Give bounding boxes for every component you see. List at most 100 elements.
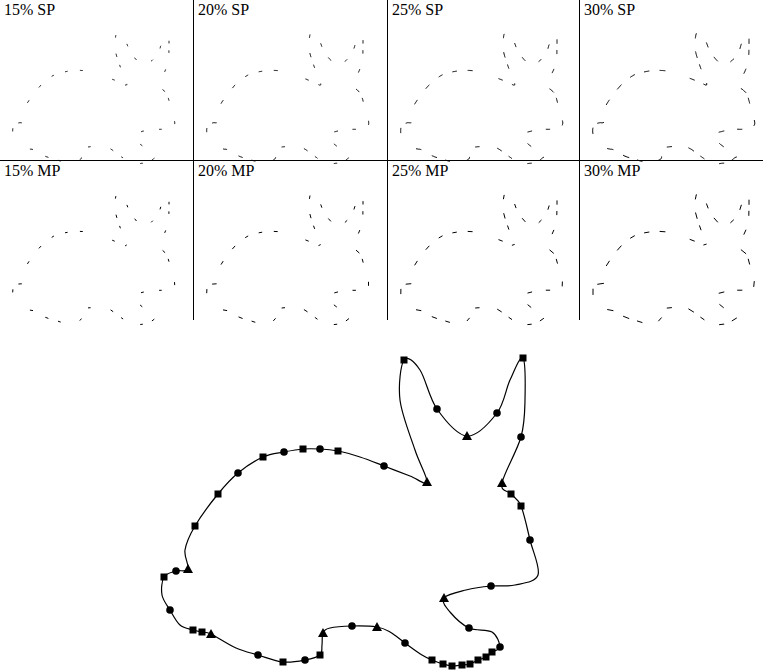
curved-fragment <box>630 75 635 78</box>
straight-fragment <box>334 324 337 325</box>
curved-fragment <box>30 149 33 151</box>
curved-fragment <box>168 98 170 101</box>
curved-fragment <box>504 52 505 57</box>
curved-fragment <box>282 146 285 147</box>
contour-fragments <box>13 33 755 324</box>
curved-fragment <box>125 84 127 85</box>
straight-fragment <box>509 317 512 319</box>
curved-fragment <box>597 122 604 123</box>
curved-fragment <box>27 100 29 103</box>
straight-fragment <box>140 305 142 307</box>
curved-fragment <box>163 89 166 91</box>
straight-fragment <box>88 307 91 308</box>
square-marker <box>401 357 408 364</box>
square-marker <box>317 652 324 659</box>
straight-fragment <box>732 318 737 321</box>
square-marker <box>520 355 527 362</box>
square-marker <box>440 661 447 668</box>
curved-fragment <box>115 35 117 38</box>
curved-fragment <box>741 89 746 93</box>
curved-fragment <box>503 34 505 38</box>
straight-fragment <box>719 324 724 326</box>
curved-fragment <box>362 50 363 53</box>
triangle-marker <box>183 564 193 573</box>
straight-fragment <box>475 307 479 308</box>
panel-label: 20% MP <box>196 162 256 180</box>
bunny-outline <box>162 358 539 666</box>
straight-fragment <box>539 220 542 223</box>
curved-fragment <box>748 98 750 104</box>
curved-fragment <box>169 41 170 44</box>
curved-fragment <box>80 70 83 71</box>
curved-fragment <box>660 70 666 71</box>
straight-fragment <box>115 196 117 199</box>
curved-fragment <box>135 58 137 60</box>
curved-fragment <box>719 163 724 165</box>
straight-fragment <box>606 261 609 266</box>
curved-fragment <box>309 35 311 38</box>
curved-fragment <box>159 129 162 130</box>
straight-fragment <box>445 321 450 322</box>
straight-fragment <box>223 309 227 311</box>
curved-fragment <box>744 69 746 74</box>
curved-fragment <box>592 128 593 134</box>
curved-fragment <box>319 84 321 86</box>
curved-fragment <box>468 70 473 71</box>
straight-fragment <box>304 310 308 312</box>
straight-fragment <box>163 250 166 252</box>
curved-fragment <box>719 143 723 147</box>
straight-fragment <box>658 318 661 322</box>
straight-fragment <box>259 232 263 234</box>
straight-fragment <box>252 321 256 322</box>
curved-fragment <box>141 131 144 133</box>
curved-fragment <box>346 158 349 161</box>
curved-fragment <box>737 129 742 130</box>
curved-fragment <box>112 79 115 80</box>
curved-fragment <box>239 156 243 158</box>
curved-fragment <box>334 144 337 146</box>
curved-fragment <box>259 71 263 73</box>
straight-fragment <box>637 321 642 323</box>
curved-fragment <box>509 156 512 158</box>
straight-fragment <box>426 246 430 250</box>
straight-fragment <box>174 282 175 285</box>
curved-fragment <box>151 60 153 62</box>
curved-fragment <box>703 83 706 85</box>
straight-fragment <box>140 324 143 325</box>
panel-label: 15% SP <box>2 1 57 19</box>
curved-fragment <box>18 122 21 123</box>
straight-fragment <box>499 240 503 242</box>
straight-fragment <box>126 205 128 207</box>
straight-fragment <box>557 200 558 204</box>
curved-fragment <box>658 157 661 161</box>
straight-fragment <box>354 206 355 209</box>
straight-fragment <box>562 282 563 287</box>
curved-fragment <box>232 85 235 88</box>
straight-fragment <box>27 261 29 264</box>
straight-fragment <box>706 204 708 209</box>
curved-fragment <box>406 122 412 124</box>
curved-fragment <box>80 158 82 160</box>
straight-fragment <box>245 236 248 238</box>
curved-fragment <box>168 50 169 53</box>
straight-fragment <box>168 259 170 262</box>
curved-fragment <box>475 146 479 147</box>
curved-fragment <box>358 69 359 72</box>
straight-fragment <box>221 261 223 265</box>
curved-fragment <box>515 43 517 47</box>
straight-fragment <box>310 214 311 218</box>
straight-fragment <box>12 289 13 292</box>
curved-fragment <box>690 78 695 80</box>
straight-fragment <box>239 317 243 319</box>
separator-line <box>0 160 763 161</box>
square-marker <box>475 657 482 664</box>
straight-fragment <box>512 244 515 246</box>
square-marker <box>300 446 307 453</box>
straight-fragment <box>688 309 694 312</box>
straight-fragment <box>362 259 363 263</box>
circle-marker <box>526 536 534 544</box>
straight-fragment <box>468 231 473 232</box>
straight-fragment <box>362 211 363 214</box>
straight-fragment <box>439 236 443 238</box>
